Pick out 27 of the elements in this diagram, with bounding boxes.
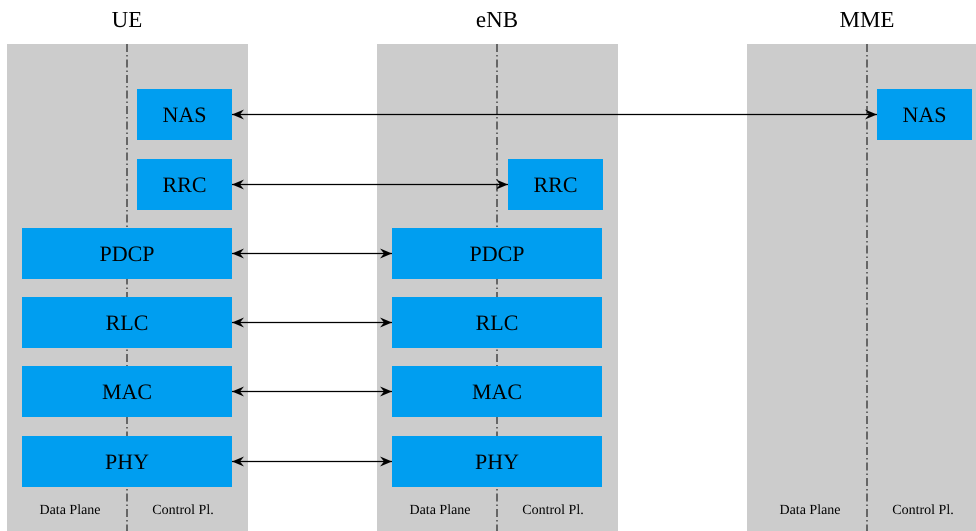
arrow xyxy=(232,110,877,120)
plane-label: Data Plane xyxy=(779,502,841,520)
arrow xyxy=(232,456,392,466)
protocol-layer-box: RLC xyxy=(22,297,232,348)
plane-label: Control Pl. xyxy=(152,502,214,520)
plane-label: Control Pl. xyxy=(892,502,954,520)
arrow xyxy=(232,386,392,396)
plane-label: Control Pl. xyxy=(522,502,584,520)
protocol-layer-box: RRC xyxy=(508,159,603,210)
protocol-layer-box: MAC xyxy=(392,366,602,417)
protocol-layer-box: NAS xyxy=(877,89,972,140)
protocol-layer-box: RRC xyxy=(137,159,232,210)
plane-label: Data Plane xyxy=(39,502,101,520)
arrow xyxy=(232,180,508,190)
arrow xyxy=(232,248,392,258)
arrow xyxy=(232,318,392,328)
protocol-layer-box: PHY xyxy=(22,436,232,487)
column-title: MME xyxy=(840,6,894,34)
protocol-layer-box: PHY xyxy=(392,436,602,487)
protocol-layer-box: PDCP xyxy=(22,228,232,279)
column-title: eNB xyxy=(476,6,518,34)
column-title: UE xyxy=(112,6,142,34)
plane-label: Data Plane xyxy=(409,502,471,520)
protocol-layer-box: NAS xyxy=(137,89,232,140)
protocol-layer-box: RLC xyxy=(392,297,602,348)
protocol-layer-box: MAC xyxy=(22,366,232,417)
protocol-layer-box: PDCP xyxy=(392,228,602,279)
